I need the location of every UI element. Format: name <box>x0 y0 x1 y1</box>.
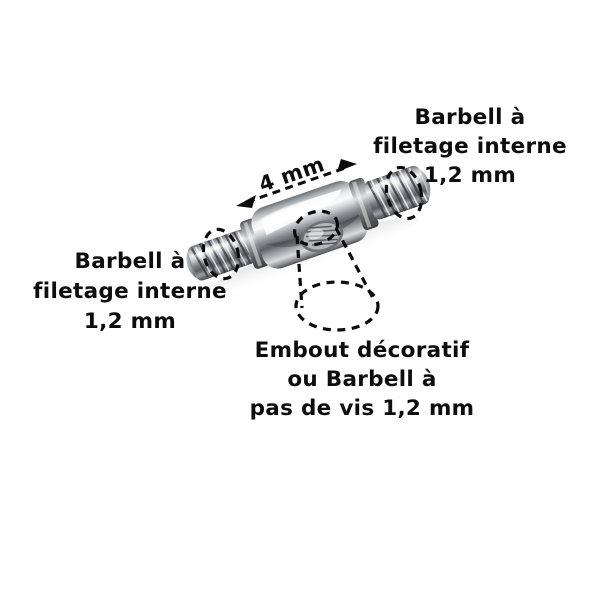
left-collar <box>239 218 270 269</box>
right-collar <box>348 177 379 231</box>
arrow-head-right <box>337 159 357 172</box>
annotation-bottom-center: Embout décoratif ou Barbell à pas de vis… <box>250 338 475 421</box>
annotation-left-line2: filetage interne <box>33 279 227 304</box>
annotation-top-right-line3: 1,2 mm <box>424 163 516 188</box>
right-thread-highlight-ellipse <box>384 165 424 221</box>
decorative-ring <box>300 220 344 253</box>
annotation-bottom-line2: ou Barbell à <box>287 367 436 392</box>
annotation-top-right-line2: filetage interne <box>373 134 567 159</box>
annotation-bottom-line1: Embout décoratif <box>255 338 470 363</box>
dimension-arrow-4mm <box>236 159 357 208</box>
barbell-object <box>186 165 431 295</box>
annotation-top-right-line1: Barbell à <box>415 105 526 130</box>
annotation-left: Barbell à filetage interne 1,2 mm <box>33 249 227 334</box>
right-threaded-end <box>364 165 431 220</box>
arrow-head-left <box>236 195 256 208</box>
decorative-ring-zoom-ellipse <box>294 280 380 332</box>
annotation-top-right: Barbell à filetage interne 1,2 mm <box>373 105 567 188</box>
annotation-left-line3: 1,2 mm <box>84 309 176 334</box>
callout-cone-left-edge <box>295 235 304 309</box>
annotation-bottom-line3: pas de vis 1,2 mm <box>250 396 475 421</box>
decorative-ring-highlight-circle <box>292 209 340 247</box>
left-thread-highlight-ellipse <box>201 227 241 281</box>
annotation-left-line1: Barbell à <box>75 249 186 274</box>
